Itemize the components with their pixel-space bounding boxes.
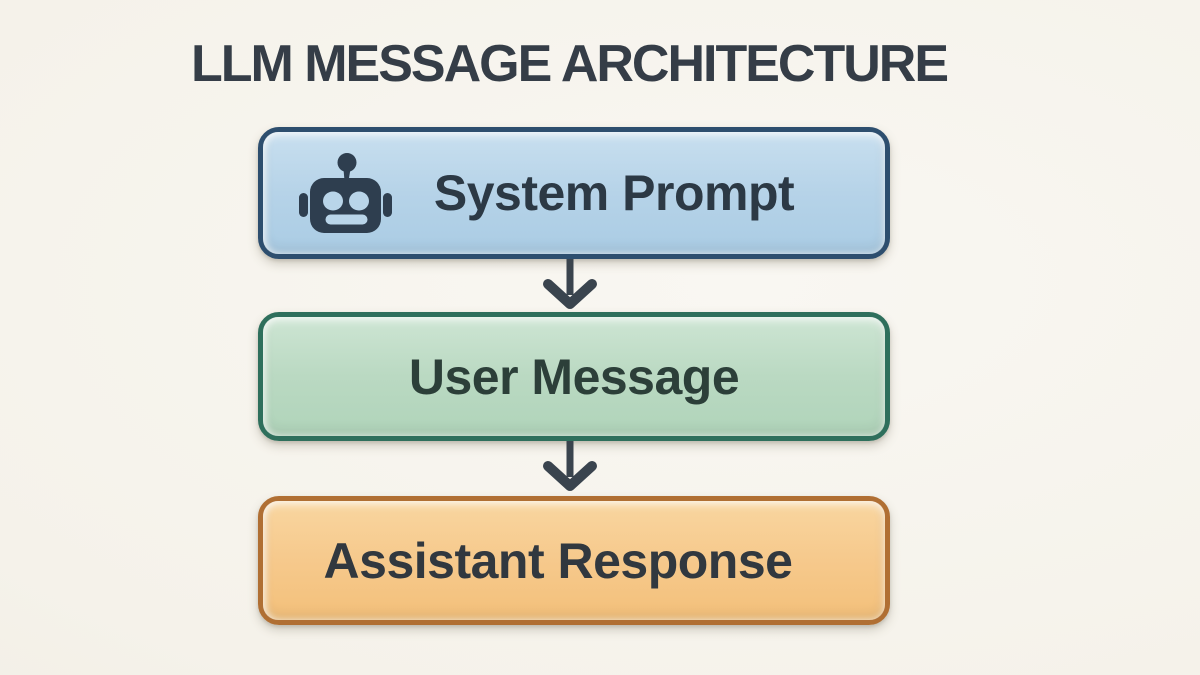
robot-icon xyxy=(298,150,394,236)
node-content: Assistant Response xyxy=(324,532,793,590)
node-label-system-prompt: System Prompt xyxy=(433,165,795,221)
node-content: User Message xyxy=(408,348,740,406)
arrow-down-icon xyxy=(543,259,597,309)
node-content: System Prompt xyxy=(298,150,795,236)
node-label-user-message: User Message xyxy=(408,348,740,405)
node-label-assistant-response: Assistant Response xyxy=(323,532,793,589)
node-assistant-response: Assistant Response xyxy=(258,496,890,625)
arrow-down-icon xyxy=(543,441,597,491)
node-system-prompt: System Prompt xyxy=(258,127,890,259)
diagram-title: LLM MESSAGE ARCHITECTURE xyxy=(190,35,949,93)
node-user-message: User Message xyxy=(258,312,890,441)
